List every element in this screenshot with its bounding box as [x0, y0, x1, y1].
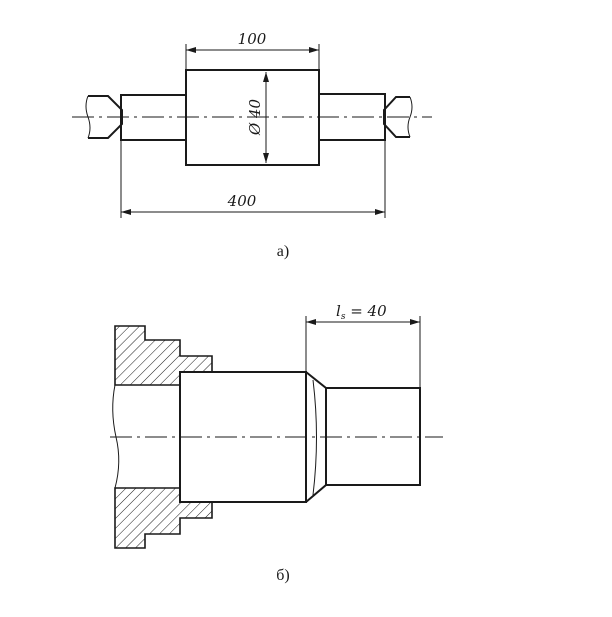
workpiece-large-section: [179, 371, 307, 503]
caption-a: а): [277, 243, 289, 260]
caption-b: б): [276, 567, 289, 584]
workpiece-chamfer: [305, 371, 327, 503]
dimension-diameter: Ø 40: [246, 72, 269, 163]
lower-chuck-jaw: [114, 487, 213, 549]
left-stub-break: [85, 95, 91, 139]
figure-b: ls = 40 б): [110, 302, 443, 584]
dimension-diameter-label: Ø 40: [246, 98, 264, 136]
dimension-100-label: 100: [238, 30, 267, 48]
dimension-400-label: 400: [227, 192, 257, 210]
dimension-ls: ls = 40: [305, 302, 421, 388]
workpiece-small-section: [326, 387, 421, 486]
chamfer-edge-line: [312, 379, 317, 496]
right-stub-break: [407, 96, 413, 138]
dimension-ls-label: ls = 40: [336, 302, 387, 322]
figure-a: 100 Ø 40 400 а): [72, 30, 432, 260]
right-shaft-section: [318, 93, 386, 141]
dimension-100: 100: [185, 30, 320, 70]
dimension-400: 400: [120, 140, 386, 218]
chuck-break-line: [112, 384, 120, 489]
upper-chuck-jaw: [114, 325, 213, 386]
